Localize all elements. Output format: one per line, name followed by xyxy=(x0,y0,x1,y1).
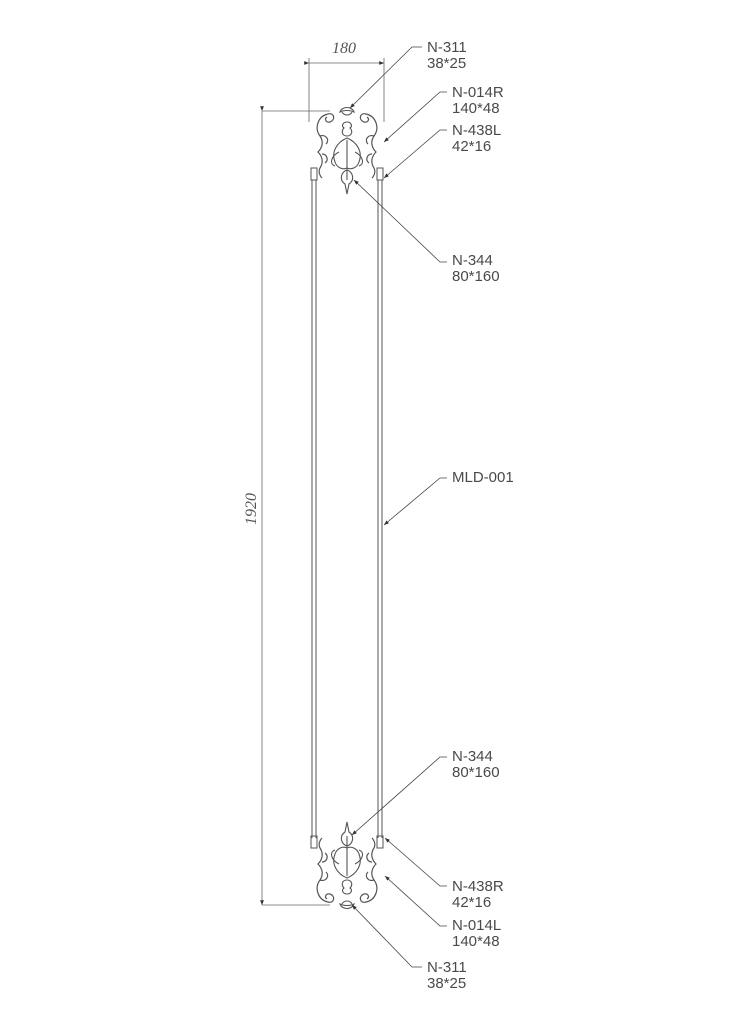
callout-code: N-014R xyxy=(452,84,504,101)
callout-size: 38*25 xyxy=(427,55,467,72)
callout-size: 80*160 xyxy=(452,764,500,781)
callout-code: N-344 xyxy=(452,748,493,765)
callout-size: 38*25 xyxy=(427,975,467,992)
leader-lines xyxy=(349,46,447,968)
callout-size: 140*48 xyxy=(452,933,500,950)
callout-code: N-438L xyxy=(452,122,502,139)
callout-size: 140*48 xyxy=(452,100,500,117)
rail-right xyxy=(377,180,383,838)
callout-code: N-344 xyxy=(452,252,493,269)
rail-left xyxy=(311,180,317,838)
callout-size: 42*16 xyxy=(452,894,492,911)
width-dimension-label: 180 xyxy=(332,40,356,57)
callout-code: MLD-001 xyxy=(452,469,514,486)
width-dimension xyxy=(304,58,385,122)
height-dimension xyxy=(260,106,330,906)
callout-code: N-311 xyxy=(427,959,467,976)
callout-code: N-311 xyxy=(427,39,467,56)
callout-size: 80*160 xyxy=(452,268,500,285)
callout-code: N-438R xyxy=(452,878,504,895)
ornament-top xyxy=(310,106,384,195)
callout-mld001: MLD-001 xyxy=(452,470,514,486)
height-dimension-label: 1920 xyxy=(243,493,260,525)
ornament-bottom xyxy=(310,821,384,910)
callout-code: N-014L xyxy=(452,917,502,934)
callout-size: 42*16 xyxy=(452,138,492,155)
